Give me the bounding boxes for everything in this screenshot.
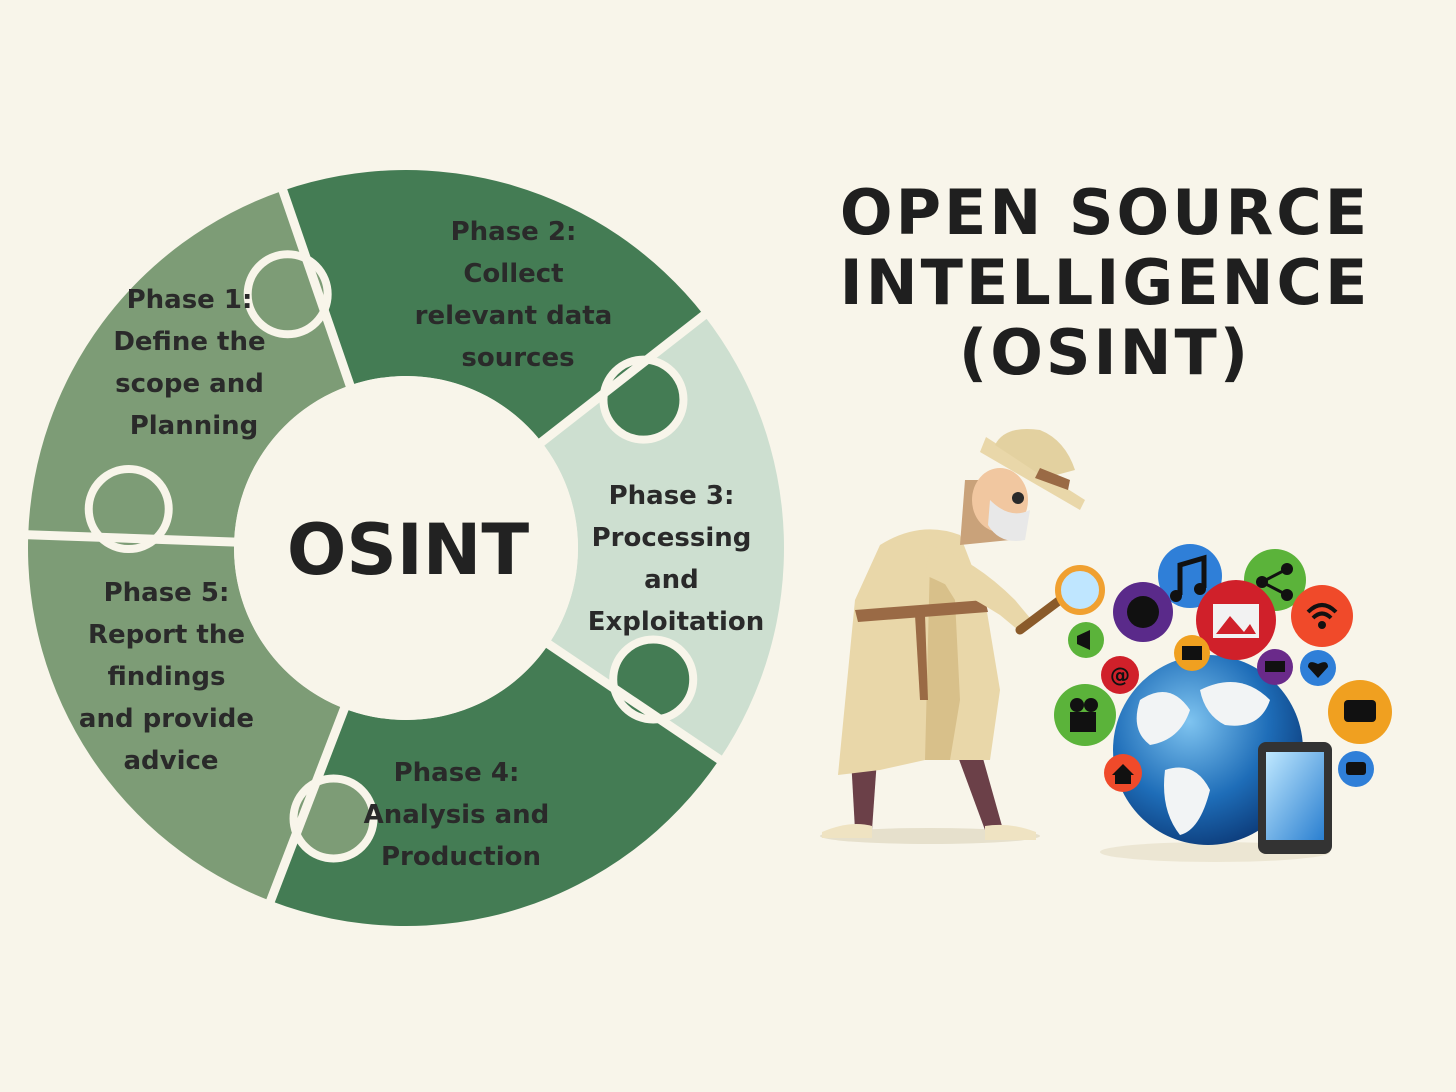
world-icon — [1113, 582, 1173, 642]
puzzle-knob — [603, 360, 683, 440]
center-label: OSINT — [287, 509, 530, 591]
title-line: (OSINT) — [760, 318, 1450, 388]
title-line: INTELLIGENCE — [760, 248, 1450, 318]
megaphone-icon — [1068, 622, 1104, 658]
phase-cycle: OSINT Phase 1: Define the scope and Plan… — [24, 170, 784, 926]
wifi-icon — [1291, 585, 1353, 647]
chat-icon — [1328, 680, 1392, 744]
keyboard-icon — [1257, 649, 1293, 685]
title-line: OPEN SOURCE — [760, 178, 1450, 248]
email-icon — [1174, 635, 1210, 671]
detective-illustration — [820, 429, 1102, 844]
at-sign-icon: @ — [1101, 656, 1139, 694]
page-title: OPEN SOURCE INTELLIGENCE (OSINT) — [760, 178, 1450, 388]
home-icon — [1104, 754, 1142, 792]
svg-text:@: @ — [1110, 663, 1130, 687]
video-camera-icon — [1054, 684, 1116, 746]
heart-icon — [1300, 650, 1336, 686]
puzzle-knob — [613, 639, 693, 719]
message-icon — [1338, 751, 1374, 787]
